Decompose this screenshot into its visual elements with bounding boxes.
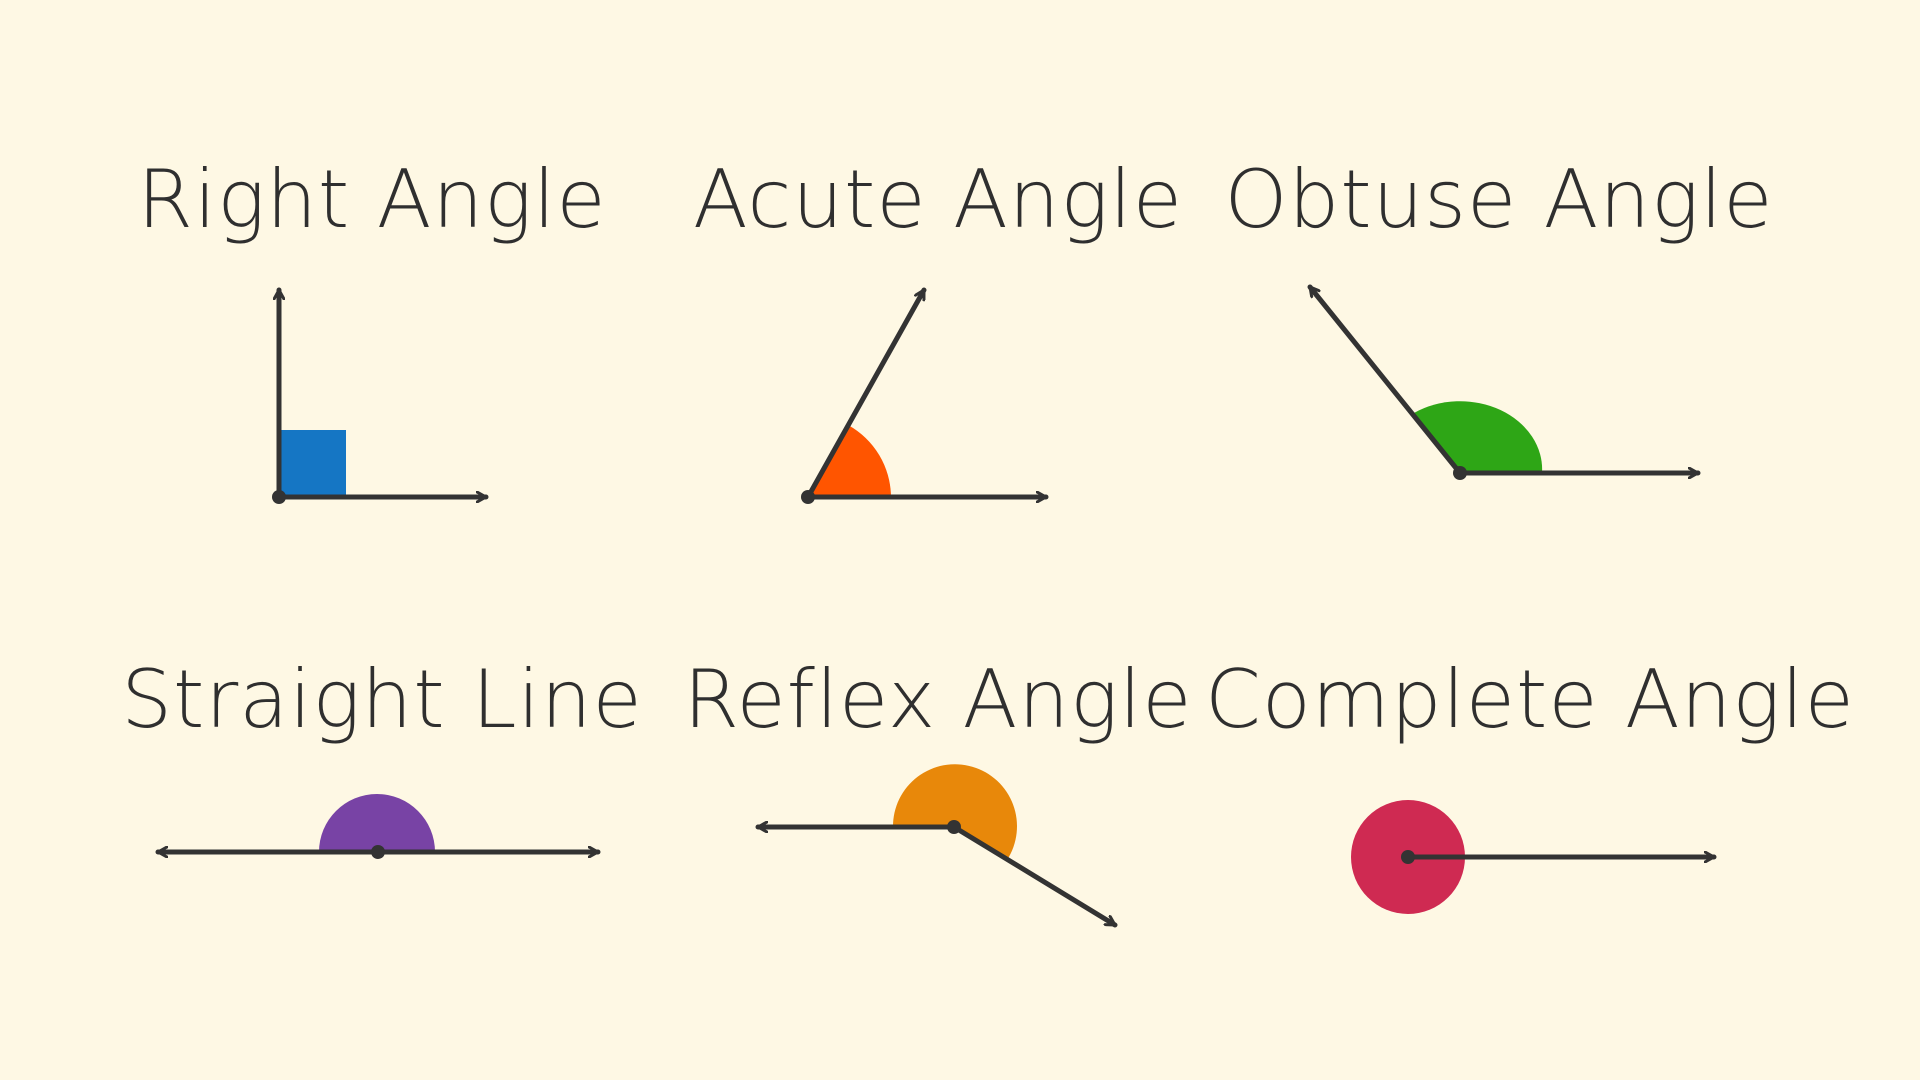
right-angle-diagram: [272, 287, 489, 504]
title-straight-line: Straight Line: [121, 653, 643, 746]
right-angle-marker: [279, 430, 346, 497]
title-obtuse-angle: Obtuse Angle: [1224, 153, 1774, 246]
straight-line-vertex: [371, 845, 385, 859]
right-angle-vertex: [272, 490, 286, 504]
straight-line-diagram: [155, 794, 601, 859]
complete-angle-vertex: [1401, 850, 1415, 864]
reflex-angle-arc: [892, 764, 1017, 860]
straight-line-arc: [319, 794, 435, 852]
title-acute-angle: Acute Angle: [693, 153, 1183, 246]
obtuse-angle-diagram: [1307, 284, 1701, 480]
reflex-angle-ray-diagonal: [951, 824, 1118, 928]
title-complete-angle: Complete Angle: [1205, 653, 1855, 746]
obtuse-angle-vertex: [1453, 466, 1467, 480]
reflex-angle-diagram: [755, 764, 1118, 928]
complete-angle-diagram: [1351, 800, 1717, 914]
obtuse-angle-arc: [1414, 401, 1543, 473]
acute-angle-diagram: [801, 287, 1049, 504]
obtuse-angle-ray-diagonal: [1307, 284, 1463, 476]
reflex-angle-vertex: [947, 820, 961, 834]
title-right-angle: Right Angle: [137, 153, 607, 246]
acute-angle-ray-diagonal: [805, 287, 927, 500]
acute-angle-arc: [808, 425, 891, 497]
title-reflex-angle: Reflex Angle: [683, 653, 1193, 746]
acute-angle-vertex: [801, 490, 815, 504]
